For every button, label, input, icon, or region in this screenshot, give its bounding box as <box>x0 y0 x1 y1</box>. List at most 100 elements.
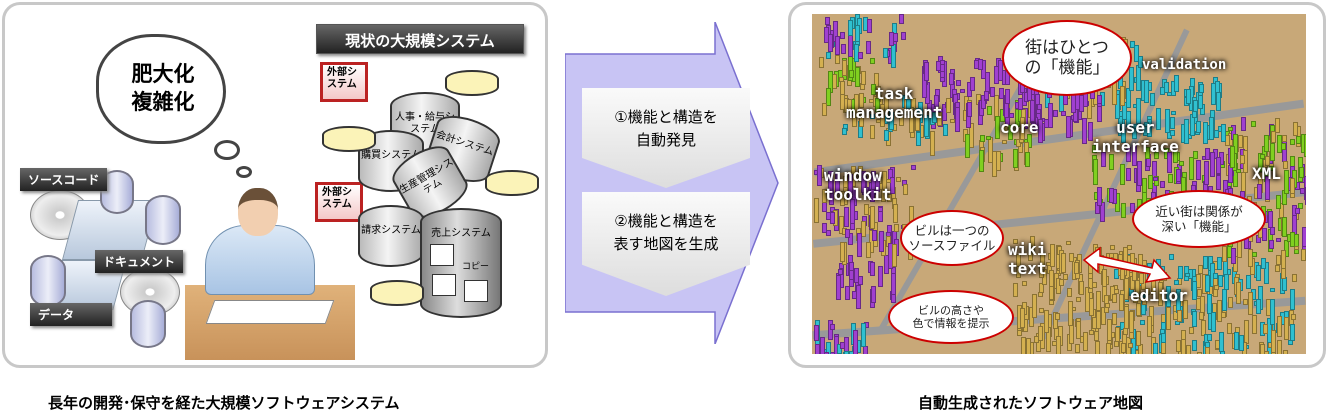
building <box>1264 261 1270 284</box>
building <box>854 25 860 43</box>
building <box>1074 343 1080 353</box>
callout-line: 近い街は関係が <box>1155 204 1243 219</box>
callout-line: ビルは一つの <box>914 223 990 238</box>
building <box>842 127 848 136</box>
building <box>839 341 845 349</box>
building <box>826 87 832 107</box>
city-toolkit: toolkit <box>824 185 892 204</box>
building <box>1189 157 1195 181</box>
building <box>822 188 827 204</box>
data-cylinder-icon <box>145 195 181 245</box>
building <box>1135 64 1141 91</box>
building <box>949 118 955 123</box>
building <box>1109 244 1115 250</box>
building <box>937 111 943 126</box>
building <box>1076 296 1082 302</box>
building <box>848 69 854 79</box>
building <box>1229 146 1235 169</box>
building <box>1207 333 1213 342</box>
building <box>1192 99 1198 113</box>
building <box>1183 300 1189 319</box>
building <box>1255 264 1261 282</box>
callout-line: ソースファイル <box>908 238 996 253</box>
building <box>914 113 920 131</box>
building <box>1298 167 1304 179</box>
building <box>1124 278 1130 300</box>
building <box>1019 308 1025 329</box>
building <box>878 266 884 287</box>
building <box>860 322 866 347</box>
building <box>1206 294 1212 314</box>
building <box>1062 274 1068 281</box>
current-system-title: 現状の大規模システム <box>316 24 524 54</box>
building <box>1136 330 1142 346</box>
building <box>1216 92 1222 112</box>
building <box>1291 273 1297 283</box>
building <box>1236 168 1242 174</box>
paper-sheet <box>205 300 335 324</box>
building <box>1214 285 1220 291</box>
city-wiki: wiki <box>1008 240 1047 259</box>
building <box>1301 227 1306 247</box>
building <box>1192 340 1198 352</box>
building <box>1289 288 1295 310</box>
building <box>1141 297 1147 306</box>
building <box>1049 285 1055 301</box>
building <box>850 199 856 224</box>
building <box>1030 99 1036 122</box>
building <box>1038 268 1044 279</box>
building <box>893 223 899 233</box>
building <box>866 18 872 34</box>
building <box>1052 109 1058 117</box>
building <box>814 197 820 223</box>
thought-text: 肥大化 複雑化 <box>118 60 208 116</box>
building <box>1179 160 1185 167</box>
building <box>943 124 949 137</box>
building <box>955 106 961 132</box>
building <box>1155 108 1161 131</box>
building <box>1221 123 1227 142</box>
building <box>1169 254 1175 260</box>
city-label-core: core <box>1000 118 1039 137</box>
building <box>1018 97 1024 111</box>
copy-label: コピー <box>462 262 490 272</box>
building <box>1261 258 1267 270</box>
building <box>970 76 976 91</box>
building <box>984 90 990 100</box>
building <box>843 176 849 181</box>
building <box>1188 327 1194 335</box>
building <box>861 171 866 193</box>
building <box>1073 261 1079 275</box>
building <box>1251 120 1257 128</box>
building <box>1216 256 1222 270</box>
building <box>931 112 937 124</box>
building <box>1275 237 1281 243</box>
building <box>902 184 908 195</box>
building <box>889 112 895 130</box>
building <box>1257 183 1263 200</box>
billing-system-cylinder: 請求システム <box>358 205 424 267</box>
building <box>987 137 993 163</box>
building <box>872 230 878 242</box>
building <box>1051 341 1057 347</box>
building <box>1240 154 1246 165</box>
building <box>1121 128 1127 144</box>
building <box>832 74 838 89</box>
building <box>878 207 884 212</box>
building <box>1067 300 1073 327</box>
building <box>1015 265 1021 278</box>
building <box>1165 109 1171 133</box>
building <box>859 93 865 109</box>
building <box>845 286 851 301</box>
building <box>1088 287 1094 294</box>
building <box>1021 280 1027 286</box>
building <box>1026 133 1032 148</box>
building <box>1191 311 1197 328</box>
building <box>1276 339 1282 354</box>
building <box>1209 116 1215 141</box>
building <box>1097 187 1103 206</box>
building <box>1025 151 1031 168</box>
step-2-line-1: ②機能と構造を <box>614 212 718 230</box>
building <box>1102 268 1108 288</box>
building <box>1277 316 1283 337</box>
